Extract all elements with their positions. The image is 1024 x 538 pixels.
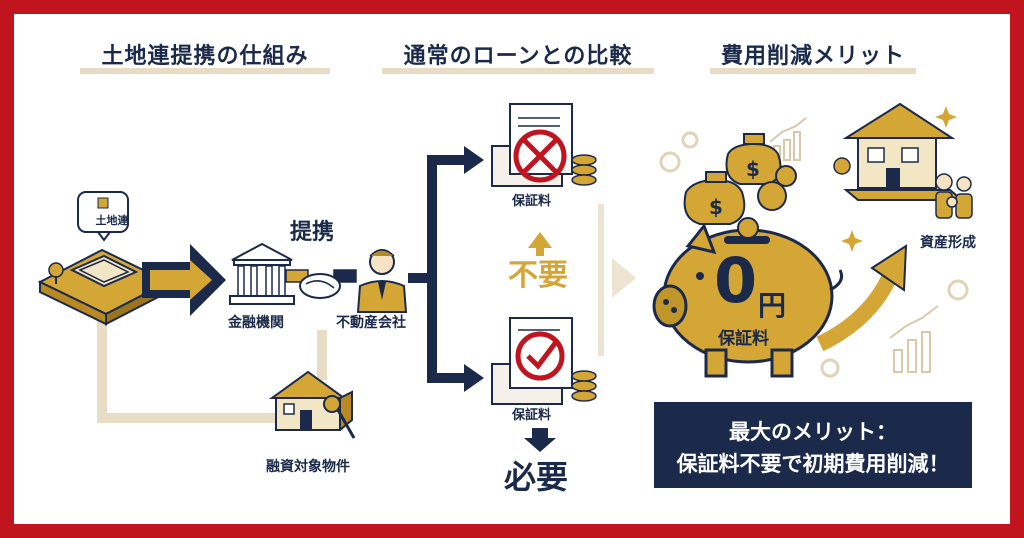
branch-arrow-head-bottom [464, 364, 484, 392]
documents-checked-icon [491, 317, 597, 405]
property-house-icon [268, 370, 356, 439]
bank-label: 金融機関 [228, 315, 284, 331]
money-bag-icon: $ [683, 171, 746, 225]
sparkle-icon [841, 106, 957, 252]
beige-separator-arrow [598, 204, 636, 356]
businessman-icon [356, 249, 408, 313]
land-to-property-path [97, 305, 278, 423]
realestate-label: 不動産会社 [336, 315, 406, 331]
section-heading-merit: 費用削減メリット [710, 38, 916, 78]
property-label: 融資対象物件 [266, 459, 350, 475]
branch-arrows [408, 155, 468, 383]
section-heading-comparison: 通常のローンとの比較 [382, 38, 654, 78]
heading-text: 通常のローンとの比較 [403, 44, 633, 69]
section-heading-mechanism: 土地連提携の仕組み [80, 38, 330, 78]
bottom-status-label: 必要 [504, 458, 569, 496]
heading-underline [382, 68, 654, 74]
heading-underline [80, 68, 330, 74]
heading-text: 土地連提携の仕組み [101, 44, 309, 69]
partnership-label: 提携 [290, 220, 335, 245]
heading-text: 費用削減メリット [720, 44, 905, 69]
zero-amount: 0 [714, 244, 758, 317]
bottom-fee-label: 保証料 [512, 408, 552, 423]
handshake-icon [285, 269, 357, 299]
documents-crossed-icon [491, 103, 597, 187]
landren-badge-label: 土地連 [95, 214, 129, 227]
callout-line-2: 保証料不要で初期費用削減！ [676, 452, 950, 476]
top-fee-label: 保証料 [512, 194, 552, 209]
bank-icon [229, 242, 295, 305]
asset-label: 資産形成 [920, 235, 976, 251]
piggy-bank-icon [652, 217, 844, 378]
top-status-label: 不要 [508, 258, 568, 293]
landren-badge-bubble [77, 191, 129, 242]
house-icon [833, 102, 965, 201]
svg-text:$: $ [709, 195, 723, 219]
coin-icon [757, 165, 797, 211]
branch-arrow-head-top [464, 146, 484, 174]
navy-down-arrow [524, 428, 556, 452]
merit-callout: 最大のメリット： 保証料不要で初期費用削減！ [654, 402, 972, 488]
heading-underline [710, 68, 916, 74]
money-bag-icon: $ [725, 133, 782, 185]
growth-arrow [816, 244, 908, 352]
yen-unit: 円 [758, 289, 787, 322]
piggy-fee-label: 保証料 [718, 329, 769, 349]
family-icon [935, 173, 973, 219]
gold-up-arrow [528, 232, 552, 256]
land-to-bank-arrow [142, 244, 226, 316]
callout-line-1: 最大のメリット： [729, 420, 897, 444]
gear-icon [659, 131, 969, 378]
svg-text:$: $ [746, 157, 760, 181]
